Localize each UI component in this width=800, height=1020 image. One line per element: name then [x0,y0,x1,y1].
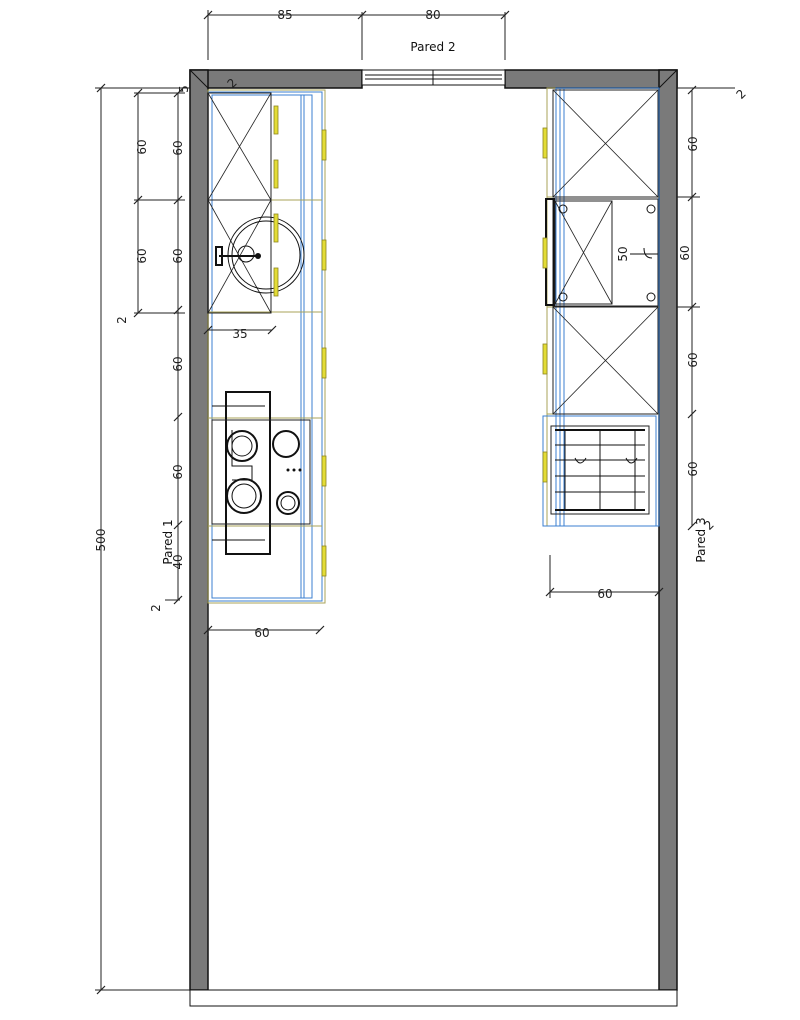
oven: 50 [545,198,659,307]
dim-right-inner: 50 [616,246,630,261]
handle-l1 [273,105,279,135]
right-upper-cabinet-1 [552,89,659,198]
handle-r4 [542,451,548,483]
dim-left-small-0: 5 [177,85,191,93]
handle-l8 [321,455,327,487]
dim-right-depth: 60 [597,587,612,601]
dim-left-inner-4: 40 [171,554,185,569]
handle-r2 [542,237,548,269]
left-cabinet-run: 35 [203,89,327,640]
walls [189,69,678,1007]
wall-top-right [504,69,678,89]
dim-left-depth: 60 [254,626,269,640]
bottom-threshold [189,989,678,1007]
handle-l3 [273,213,279,243]
hood-outline [225,391,271,555]
dim-left-inner-1: 60 [171,248,185,263]
dim-right-1: 60 [678,245,692,260]
dim-left-small-2: 2 [115,316,129,324]
handle-l6 [321,239,327,271]
wall-top-left [189,69,363,89]
left-upper-cabinet-1 [207,92,272,201]
handle-l7 [321,347,327,379]
dim-top-0: 85 [277,8,292,22]
dim-left-outer-1: 60 [135,248,149,263]
handle-r1 [542,127,548,159]
dim-total-height: 500 [94,529,108,552]
window [361,12,506,86]
right-cabinet-run: 50 [542,87,664,601]
label-pared-1: Pared 1 [161,519,175,564]
handle-r3 [542,343,548,375]
handle-l4 [273,267,279,297]
top-dimensions: 85 80 [203,8,510,60]
dim-right-3: 60 [686,461,700,476]
handle-l2 [273,159,279,189]
wall-right [658,69,678,991]
right-upper-cabinet-2 [552,306,659,415]
right-depth-dimension: 60 [545,555,664,601]
sink [215,216,305,294]
dim-left-inner-0: 60 [171,140,185,155]
dim-sink-depth: 35 [232,327,247,341]
dim-right-2: 60 [686,352,700,367]
total-height-dimension: 500 [94,83,190,995]
left-outer-dimensions: 60 60 [133,88,185,318]
dim-right-small-0: 2 [734,87,749,102]
wall-corner-tr [658,69,678,89]
handle-l5 [321,129,327,161]
dim-left-outer-0: 60 [135,139,149,154]
dim-right-0: 60 [686,136,700,151]
wall-left [189,69,209,991]
wall-corner-tl [189,69,209,89]
dim-left-inner-3: 60 [171,464,185,479]
dim-left-small-3: 2 [149,604,163,612]
label-pared-2: Pared 2 [410,40,455,54]
dim-top-1: 80 [425,8,440,22]
dim-left-inner-2: 60 [171,356,185,371]
left-depth-dimension: 60 [203,604,325,640]
label-pared-3: Pared 3 [694,517,708,562]
right-dimensions: 60 60 60 60 2 2 [677,85,749,533]
cooktop [211,419,311,525]
left-inner-dimensions: 60 60 60 60 40 [171,88,185,605]
sink-depth-dimension: 35 [203,325,277,341]
handle-l9 [321,545,327,577]
